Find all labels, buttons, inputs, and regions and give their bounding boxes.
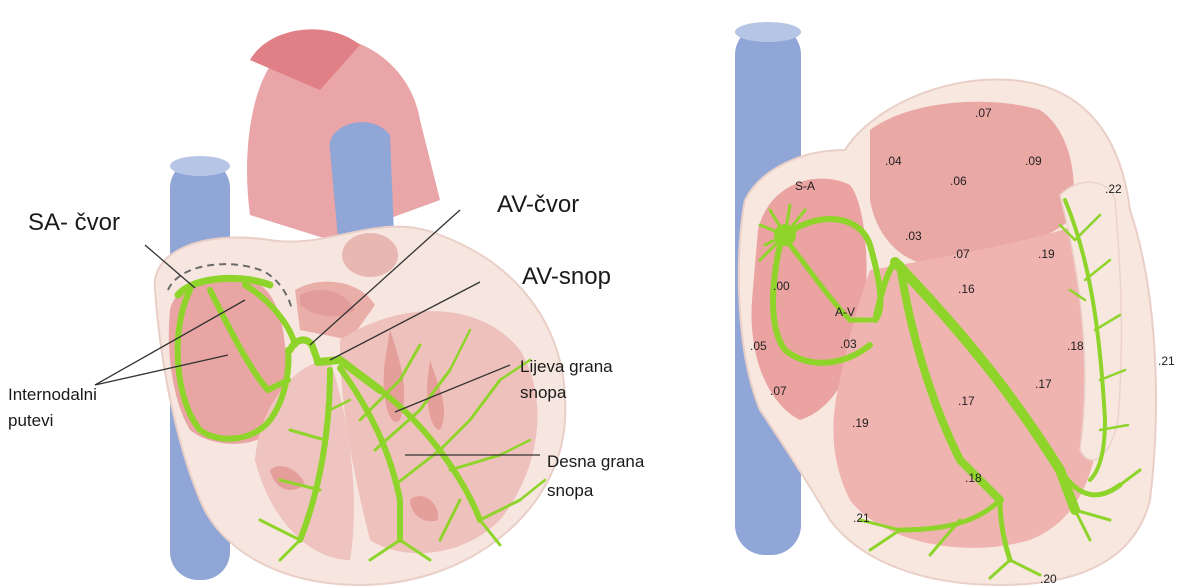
timing-value: .19 [852,416,869,430]
av-bundle-label: AV-snop [522,263,611,290]
timing-value: .19 [1038,247,1055,261]
timing-value: .07 [975,106,992,120]
timing-value: .07 [770,384,787,398]
timing-value: .17 [958,394,975,408]
left-branch-label-2: snopa [520,383,567,402]
left-branch-label-1: Lijeva grana [520,357,613,376]
right-branch-label-1: Desna grana [547,452,645,471]
av-label-right: A-V [835,305,855,319]
sa-label-right: S-A [795,179,815,193]
internodal-label-2: putevi [8,411,53,430]
right-heart-diagram: S-A A-V .07 .04 .06 .09 .22 .03 .07 .19 … [735,22,1175,586]
timing-value: .20 [1040,572,1057,586]
timing-value: .22 [1105,182,1122,196]
left-heart-diagram: SA- čvor AV-čvor AV-snop Lijeva grana sn… [8,29,645,585]
timing-value: .18 [965,471,982,485]
timing-value: .06 [950,174,967,188]
timing-value: .17 [1035,377,1052,391]
timing-value: .16 [958,282,975,296]
timing-value: .03 [840,337,857,351]
timing-value: .21 [853,511,870,525]
ventricles-right [833,225,1100,548]
av-node-label: AV-čvor [497,191,579,218]
timing-value: .03 [905,229,922,243]
timing-value: .09 [1025,154,1042,168]
timing-value: .21 [1158,354,1175,368]
right-branch-label-2: snopa [547,481,594,500]
timing-value: .05 [750,339,767,353]
timing-value: .18 [1067,339,1084,353]
timing-value: .04 [885,154,902,168]
sa-node-label: SA- čvor [28,209,120,236]
timing-value: .07 [953,247,970,261]
timing-value: .00 [773,279,790,293]
internodal-label-1: Internodalni [8,385,97,404]
